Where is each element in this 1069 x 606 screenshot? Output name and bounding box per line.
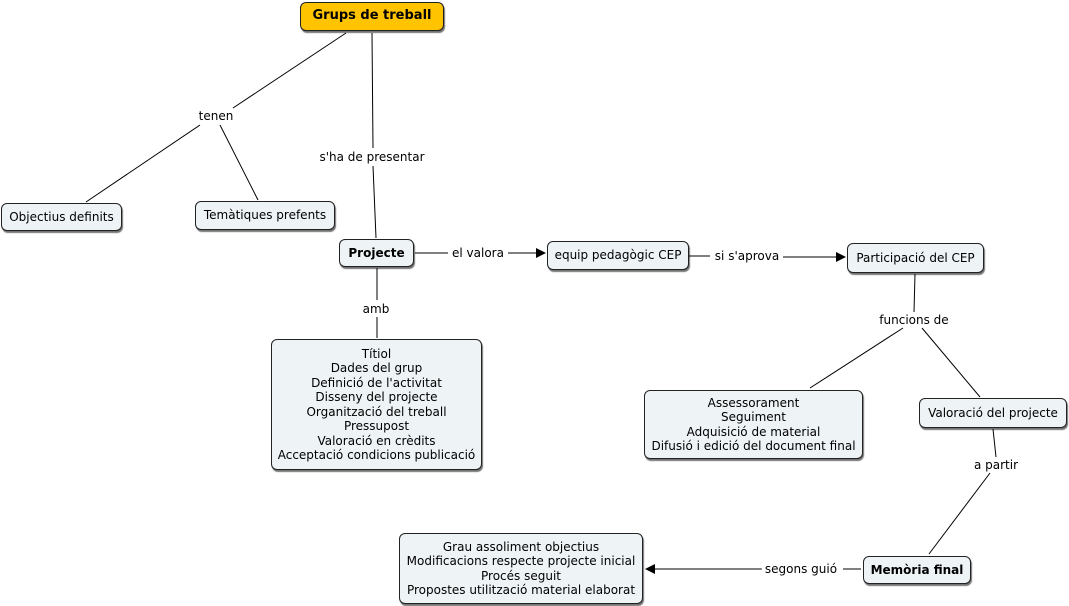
list-item: Adquisició de material [686, 424, 821, 439]
list-item: Acceptació condicions publicació [277, 448, 476, 462]
link-tenen-objectius [85, 124, 201, 203]
link-presentar-projecte [372, 165, 377, 239]
root-node[interactable]: Grups de treball [300, 2, 444, 31]
link-root-presentar [371, 32, 374, 149]
node-participacio[interactable]: Participació del CEP [847, 243, 984, 273]
list-item: Dades del grup [330, 361, 423, 375]
link-funcions-list [809, 327, 904, 389]
link-apartir-memoria [928, 472, 991, 555]
node-memoria-contents[interactable]: Grau assoliment objectius Modificacions … [399, 533, 643, 604]
list-item: Organització del treball [306, 404, 447, 419]
node-memoria[interactable]: Memòria final [863, 556, 971, 584]
list-item: Difusió i edició del document final [651, 439, 856, 453]
link-tenen-tematiques [219, 124, 259, 201]
node-projecte[interactable]: Projecte [339, 239, 414, 267]
link-label-presentar: s'ha de presentar [316, 150, 428, 164]
link-label-funcions-de: funcions de [876, 313, 952, 327]
link-label-a-partir: a partir [970, 458, 1022, 472]
funcions-list: Assessorament Seguiment Adquisició de ma… [651, 396, 855, 454]
link-label-tenen: tenen [195, 109, 237, 123]
link-valoracio-apartir [992, 428, 997, 458]
list-item: Seguiment [721, 410, 786, 424]
link-root-tenen [232, 32, 347, 109]
link-participacio-funcions [913, 273, 916, 313]
list-item: Modificacions respecte projecte inicial [406, 554, 636, 568]
list-item: Títiol [361, 346, 392, 361]
list-item: Procés seguit [481, 568, 561, 583]
list-item: Disseny del projecte [315, 390, 438, 404]
link-label-aprova: si s'aprova [711, 249, 783, 263]
list-item: Grau assoliment objectius [442, 539, 600, 554]
node-objectius[interactable]: Objectius definits [1, 203, 122, 231]
node-projecte-contents[interactable]: Títiol Dades del grup Definició de l'act… [271, 339, 482, 470]
node-tematiques[interactable]: Temàtiques prefents [195, 201, 335, 230]
list-item: Propostes utilització material elaborat [406, 583, 636, 597]
link-label-segons-guio: segons guió [761, 562, 841, 576]
link-funcions-valoracio [921, 327, 981, 398]
node-equip[interactable]: equip pedagògic CEP [547, 241, 689, 270]
memoria-contents-list: Grau assoliment objectius Modificacions … [407, 540, 636, 598]
link-label-amb: amb [359, 302, 393, 316]
node-funcions[interactable]: Assessorament Seguiment Adquisició de ma… [644, 390, 863, 459]
link-label-valora: el valora [449, 246, 507, 260]
list-item: Assessorament [707, 395, 800, 410]
projecte-contents-list: Títiol Dades del grup Definició de l'act… [278, 347, 476, 463]
list-item: Valoració en crèdits [317, 433, 436, 448]
list-item: Definició de l'activitat [311, 375, 442, 390]
node-valoracio[interactable]: Valoració del projecte [919, 398, 1067, 428]
list-item: Pressupost [343, 419, 410, 433]
